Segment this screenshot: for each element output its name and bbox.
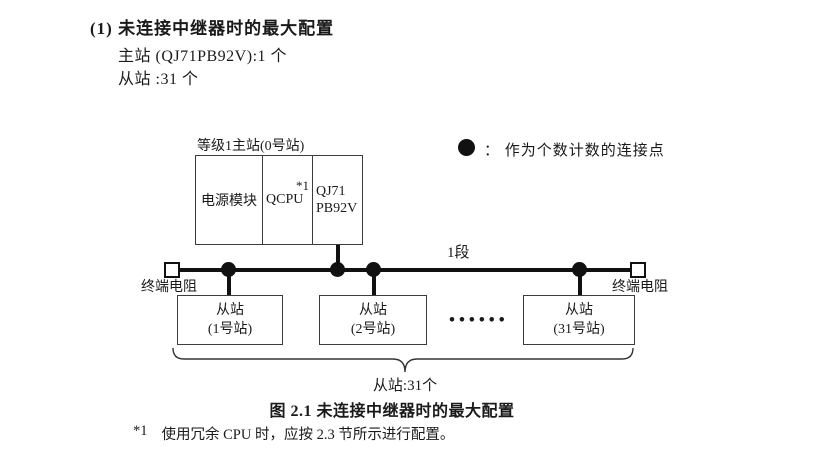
slave2-drop-line (372, 270, 376, 296)
slave1-drop-line (227, 270, 231, 296)
connection-point-dot (366, 262, 381, 277)
bus-segment-line (172, 268, 640, 272)
slave31-line2: (31号站) (553, 322, 605, 337)
section-heading: (1) 未连接中继器时的最大配置 (90, 19, 335, 38)
master-station-box: 电源模块 *1 QCPU QJ71 PB92V (195, 155, 363, 245)
slave31-line1: 从站 (565, 303, 593, 318)
slave1-line2: (1号站) (207, 322, 253, 337)
connection-point-dot-icon (458, 139, 475, 156)
master-station-label: 等级1主站(0号站) (197, 139, 305, 154)
slave-station-31-box: 从站 (31号站) (523, 295, 635, 345)
slave-station-1-box: 从站 (1号站) (177, 295, 283, 345)
pb92v-cell: QJ71 PB92V (313, 156, 362, 244)
qcpu-label: QCPU (266, 192, 304, 207)
footnote-ref: *1 (133, 423, 148, 439)
power-module-label: 电源模块 (201, 194, 257, 209)
terminator-left-label: 终端电阻 (141, 280, 197, 295)
pb92v-label-line2: PB92V (316, 201, 358, 216)
power-module-cell: 电源模块 (196, 156, 263, 244)
slave-station-2-box: 从站 (2号站) (319, 295, 427, 345)
slave31-drop-line (578, 270, 582, 296)
segment-label: 1段 (447, 245, 470, 261)
pb92v-label-line1: QJ71 (316, 184, 346, 199)
slave1-line1: 从站 (216, 303, 244, 318)
connection-point-dot (572, 262, 587, 277)
legend-text: ： 作为个数计数的连接点 (484, 143, 665, 159)
slave2-line1: 从站 (359, 303, 387, 318)
terminator-right-label: 终端电阻 (612, 280, 668, 295)
footnote: *1 使用冗余 CPU 时，应按 2.3 节所示进行配置。 (133, 423, 454, 444)
ellipsis-dots: •••••• (449, 310, 509, 329)
master-drop-line (336, 245, 340, 270)
qcpu-cell: *1 QCPU (263, 156, 313, 244)
terminating-resistor-icon (630, 262, 646, 278)
figure-caption: 图 2.1 未连接中继器时的最大配置 (269, 403, 515, 420)
footnote-text: 使用冗余 CPU 时，应按 2.3 节所示进行配置。 (161, 427, 455, 443)
slave-count-line: 从站 :31 个 (118, 71, 199, 88)
brace (172, 347, 634, 373)
cpu-footnote-ref: *1 (296, 178, 309, 193)
brace-label: 从站:31个 (372, 378, 438, 394)
connection-point-dot (330, 262, 345, 277)
master-count-line: 主站 (QJ71PB92V):1 个 (118, 48, 288, 65)
slave2-line2: (2号站) (350, 322, 396, 337)
connection-point-dot (221, 262, 236, 277)
terminating-resistor-icon (164, 262, 180, 278)
